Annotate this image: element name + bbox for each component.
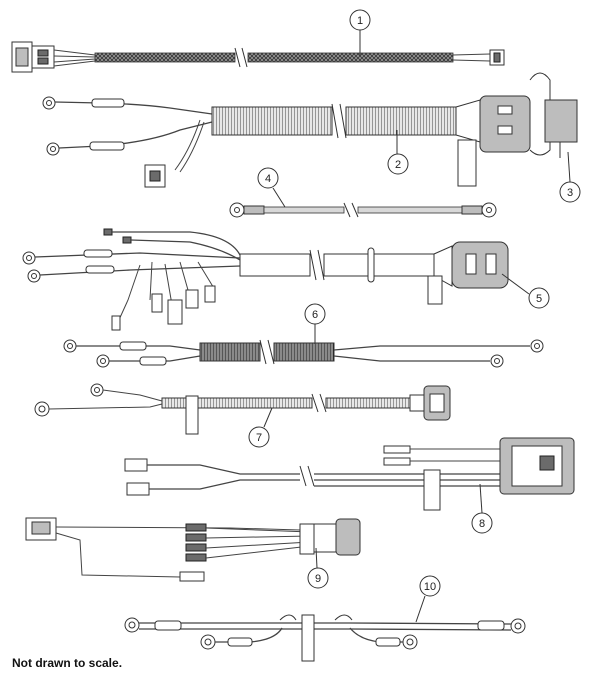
callouts: 1 2 3 4 5 6 7 8 9 10 [248,9,581,623]
callout-8-label: 8 [479,518,485,530]
callout-9 [307,567,329,589]
scale-note: Not drawn to scale. [12,656,123,670]
callout-3-label: 3 [567,187,573,199]
harness-1 [11,41,505,73]
corrugated-loom [211,106,333,136]
connector-5 [451,241,509,289]
callout-1-label: 1 [357,15,363,27]
callout-4 [257,167,279,189]
callout-5 [528,287,550,309]
harness-8 [124,437,575,511]
bracket-3 [544,99,578,143]
harness-2 [42,72,578,188]
callout-8 [471,512,493,534]
callout-7 [248,426,270,448]
callout-10-label: 10 [424,581,436,593]
main-connector [479,95,531,153]
harness-9 [25,517,361,582]
callout-1 [349,9,371,31]
callout-7-label: 7 [256,432,262,444]
harness-6 [63,339,544,368]
harness-10 [124,614,526,662]
connector-9 [335,518,361,556]
callout-6-label: 6 [312,309,318,321]
callout-5-label: 5 [536,293,542,305]
callout-6 [304,303,326,325]
callout-2 [387,153,409,175]
callout-3 [559,181,581,203]
callout-4-label: 4 [265,173,271,185]
harness-4 [229,202,497,218]
harness-7 [34,383,451,435]
callout-9-label: 9 [315,573,321,585]
harness-5 [22,228,509,331]
callout-10 [419,575,441,597]
braided-sleeve [94,52,236,63]
callout-2-label: 2 [395,159,401,171]
